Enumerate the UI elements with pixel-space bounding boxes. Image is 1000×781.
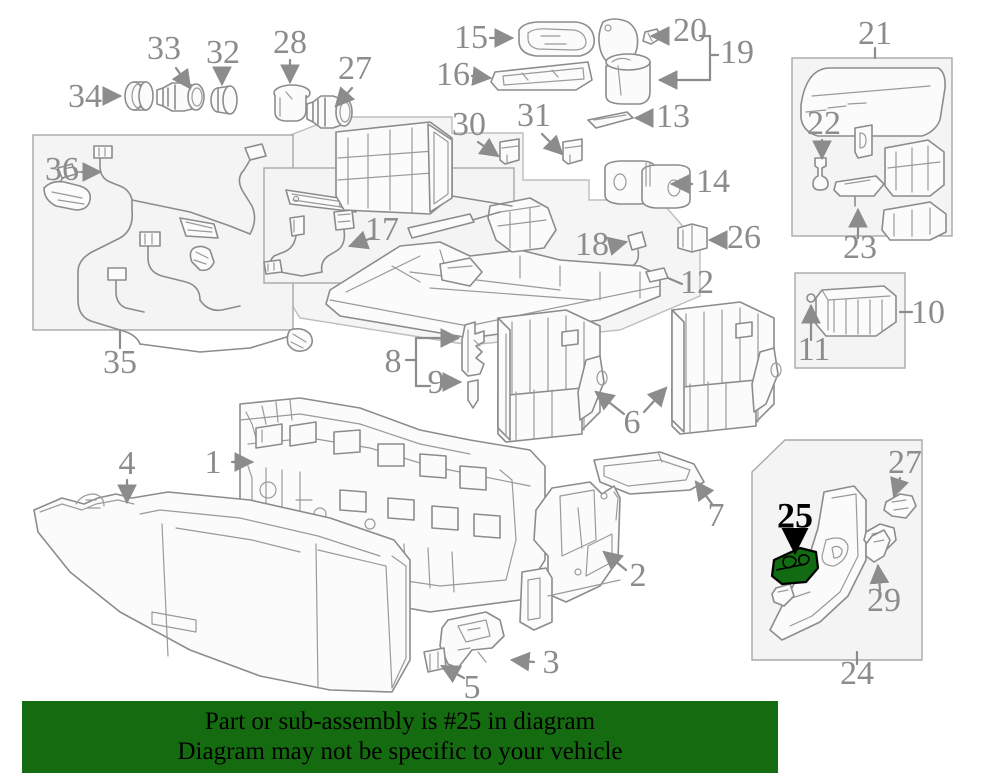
part-22-latch: [854, 124, 873, 159]
callout-number-15: 15: [454, 19, 488, 56]
callout-number-34: 34: [68, 78, 102, 115]
banner-line-1: Part or sub-assembly is #25 in diagram: [204, 708, 596, 735]
part-35-wiring-harness: [43, 143, 314, 353]
callout-number-29: 29: [867, 582, 901, 619]
callout-number-35: 35: [103, 344, 137, 381]
part-17-console-wiring: [263, 189, 357, 277]
callout-number-16: 16: [436, 56, 470, 93]
callout-number-23: 23: [843, 229, 877, 266]
part-12-console-base-assembly: [325, 121, 669, 339]
callout-number-24: 24: [840, 655, 874, 692]
callout-number-3: 3: [543, 644, 560, 681]
callout-number-4: 4: [119, 445, 136, 482]
part-29-clip: [865, 529, 891, 563]
callout-number-21: 21: [858, 15, 892, 52]
callout-number-10: 10: [911, 294, 945, 331]
banner-line-2: Diagram may not be specific to your vehi…: [177, 738, 623, 765]
group-box-harness-35: [32, 134, 294, 331]
part-15-console-bezel: [518, 21, 596, 57]
callout-number-5: 5: [464, 669, 481, 706]
part-21-armrest-lid: [800, 67, 946, 137]
callout-number-33: 33: [147, 30, 181, 67]
callout-number-36: 36: [45, 151, 79, 188]
callout-number-12: 12: [680, 264, 714, 301]
part-23-hinge-plate: [833, 175, 885, 207]
callout-number-19: 19: [720, 34, 754, 71]
part-4-console-side-cover: [33, 491, 411, 693]
callout-number-28: 28: [273, 24, 307, 61]
part-27-power-outlet: [306, 95, 353, 129]
part-9-clip: [467, 379, 479, 409]
callout-number-13: 13: [656, 98, 690, 135]
callout-number-31: 31: [517, 97, 551, 134]
part-23-bracket-upper: [884, 139, 945, 197]
callout-number-7: 7: [708, 497, 725, 534]
part-23-bracket-lower: [881, 201, 947, 241]
part-2-rear-support-bracket: [519, 481, 621, 631]
part-11-tray-grommet: [806, 293, 816, 303]
callout-number-17: 17: [365, 211, 399, 248]
callout-leaders: [80, 26, 914, 684]
info-banner: Part or sub-assembly is #25 in diagram D…: [22, 701, 778, 773]
callout-number-2: 2: [630, 557, 647, 594]
part-13-trim-insert: [587, 111, 634, 129]
part-30-retainer-clip: [499, 138, 520, 165]
callout-number-30: 30: [452, 106, 486, 143]
part-6-side-panel-left: [497, 309, 608, 443]
callout-number-27: 27: [338, 50, 372, 87]
part-28-grommet: [273, 84, 311, 122]
callout-number-11: 11: [798, 331, 831, 368]
callout-number-32: 32: [206, 34, 240, 71]
callout-number-8: 8: [385, 343, 402, 380]
part-19-ashtray-assembly: [598, 18, 651, 105]
callout-number-26: 26: [727, 219, 761, 256]
callout-number-22: 22: [807, 105, 841, 142]
part-34-socket-ring: [124, 81, 154, 111]
callout-number-25: 25: [777, 495, 813, 535]
part-5-cover-clip: [423, 647, 447, 673]
part-33-cigarette-lighter: [156, 82, 205, 112]
callout-number-1: 1: [205, 444, 222, 481]
part-26-retainer-clip: [677, 223, 708, 253]
part-22-lid-hinge-pin: [812, 157, 829, 191]
part-32-socket-cap: [210, 85, 238, 115]
part-10-storage-tray: [815, 285, 897, 337]
part-16-console-tray: [490, 61, 593, 91]
part-31-retainer-clip: [562, 138, 583, 165]
part-3-mounting-bracket: [439, 611, 505, 669]
callout-number-27b: 27: [888, 444, 922, 481]
part-6-side-panel-right: [671, 301, 782, 435]
callout-number-18: 18: [575, 226, 609, 263]
callout-number-14: 14: [696, 163, 730, 200]
callout-number-6: 6: [624, 404, 641, 441]
callout-number-20: 20: [673, 12, 707, 49]
callout-number-9: 9: [428, 364, 445, 401]
